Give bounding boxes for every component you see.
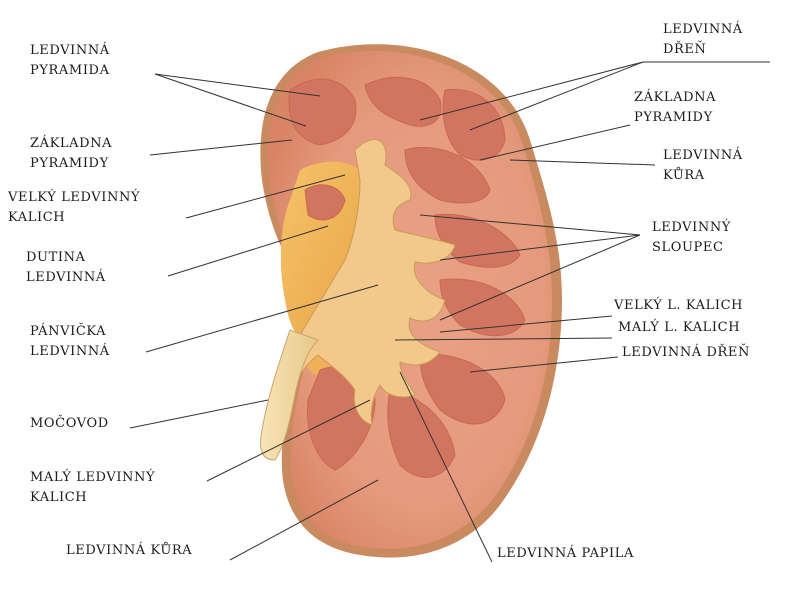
label-velky-l-kalich: VELKÝ L. KALICH <box>614 298 744 313</box>
label-line-1: LEDVINNÝ <box>652 220 731 235</box>
label-line-2: PYRAMIDY <box>634 110 713 125</box>
label-line-1: LEDVINNÁ <box>663 148 743 163</box>
label-line-1: ZÁKLADNA <box>30 136 113 151</box>
label-velky-ledvinny-kalich: VELKÝ LEDVINNÝ KALICH <box>8 188 140 228</box>
label-line-2: KALICH <box>30 490 88 505</box>
label-line-2: PYRAMIDY <box>30 156 109 171</box>
label-line-1: PÁNVIČKA <box>30 324 107 339</box>
label-line-1: VELKÝ LEDVINNÝ <box>8 190 141 205</box>
label-zakladna-pyramidy-left: ZÁKLADNA PYRAMIDY <box>30 134 112 174</box>
leader-lines <box>129 61 770 563</box>
label-panvicka-ledvinna: PÁNVIČKA LEDVINNÁ <box>30 322 110 362</box>
label-line-2: KŮRA <box>663 168 705 183</box>
label-line-2: SLOUPEC <box>652 240 724 255</box>
label-line-2: PYRAMIDA <box>30 63 110 78</box>
label-line-2: DŘEŇ <box>663 42 707 57</box>
label-ledvinna-pyramida: LEDVINNÁ PYRAMIDA <box>30 41 110 81</box>
label-line-1: ZÁKLADNA <box>634 90 717 105</box>
label-line-1: LEDVINNÁ <box>663 22 743 37</box>
label-maly-l-kalich: MALÝ L. KALICH <box>618 320 741 335</box>
label-line-1: MALÝ LEDVINNÝ <box>30 470 156 485</box>
renal-sinus <box>280 161 367 339</box>
label-maly-ledvinny-kalich: MALÝ LEDVINNÝ KALICH <box>30 468 155 508</box>
ureter <box>260 329 319 461</box>
renal-pyramids <box>288 76 526 478</box>
label-line-2: KALICH <box>8 210 66 225</box>
label-ledvinna-papila: LEDVINNÁ PAPILA <box>497 546 634 561</box>
label-ledvinna-dren-right: LEDVINNÁ DŘEŇ <box>622 345 750 360</box>
label-line-1: LEDVINNÁ <box>30 43 110 58</box>
label-ledvinna-kura-bottom: LEDVINNÁ KŮRA <box>66 543 193 558</box>
label-line-1: DUTINA <box>26 250 86 265</box>
label-line-2: LEDVINNÁ <box>30 344 110 359</box>
label-dutina-ledvinna: DUTINA LEDVINNÁ <box>26 248 106 288</box>
label-ledvinny-sloupec: LEDVINNÝ SLOUPEC <box>652 218 731 258</box>
label-ledvinna-kura-right: LEDVINNÁ KŮRA <box>663 146 743 186</box>
label-ledvinna-dren-top: LEDVINNÁ DŘEŇ <box>663 20 743 60</box>
label-line-2: LEDVINNÁ <box>26 270 106 285</box>
label-zakladna-pyramidy-right: ZÁKLADNA PYRAMIDY <box>634 88 716 128</box>
label-mocovod: MOČOVOD <box>30 416 109 431</box>
